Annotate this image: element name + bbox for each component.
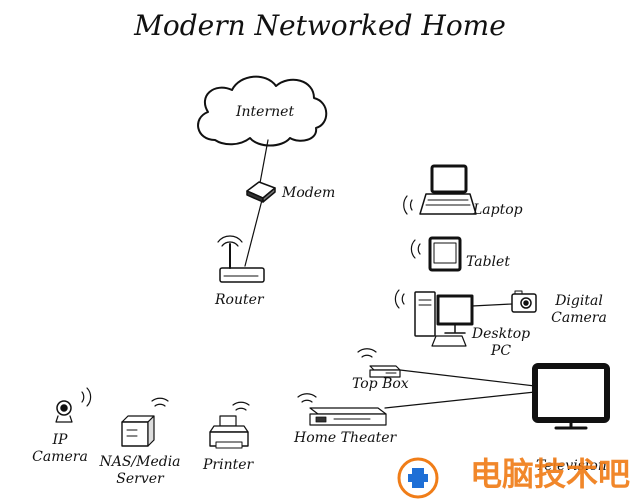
internet-label: Internet <box>236 104 295 120</box>
ip-camera-label: IP Camera <box>30 432 90 466</box>
laptop-label: Laptop <box>473 202 523 218</box>
home-theater-icon <box>297 393 387 426</box>
link-topbox-tv <box>399 369 536 387</box>
router-label: Router <box>215 292 264 308</box>
modem-label: Modem <box>282 185 336 201</box>
camera-label-line2: Camera <box>551 310 607 326</box>
watermark-logo-icon <box>397 457 439 499</box>
digital-camera-label: Digital Camera <box>546 293 612 327</box>
link-internet-modem <box>259 139 269 184</box>
desktop-pc-icon <box>394 289 474 347</box>
nas-server-icon <box>121 397 169 447</box>
nas-label-line1: NAS/Media <box>99 454 181 470</box>
cloud-icon <box>197 75 328 147</box>
link-theater-tv <box>384 391 536 409</box>
printer-icon <box>209 401 250 449</box>
desktop-label-line2: PC <box>490 343 512 359</box>
ip-camera-icon <box>55 387 92 423</box>
camera-label-line1: Digital <box>555 293 603 309</box>
top-box-label: Top Box <box>352 376 409 392</box>
desktop-pc-label: Desktop PC <box>468 326 534 360</box>
digital-camera-icon <box>511 290 537 313</box>
laptop-icon <box>403 164 477 215</box>
ipcam-label-line2: Camera <box>32 449 88 465</box>
modem-icon <box>246 181 276 203</box>
link-desktop-camera <box>471 303 513 307</box>
desktop-label-line1: Desktop <box>471 326 531 342</box>
link-modem-router <box>244 199 263 267</box>
watermark-text: 电脑技术吧 <box>469 455 630 493</box>
printer-label: Printer <box>203 457 254 473</box>
home-theater-label: Home Theater <box>294 430 397 446</box>
tablet-label: Tablet <box>466 254 510 270</box>
router-icon <box>217 235 265 283</box>
page-title: Modern Networked Home <box>134 9 506 42</box>
nas-server-label: NAS/Media Server <box>96 454 184 488</box>
tablet-icon <box>410 236 462 272</box>
watermark: 电脑技术吧 <box>422 449 630 495</box>
television-label: Television <box>536 458 607 474</box>
ipcam-label-line1: IP <box>52 432 68 448</box>
top-box-icon <box>357 348 401 378</box>
television-icon <box>532 363 610 430</box>
nas-label-line2: Server <box>116 471 164 487</box>
